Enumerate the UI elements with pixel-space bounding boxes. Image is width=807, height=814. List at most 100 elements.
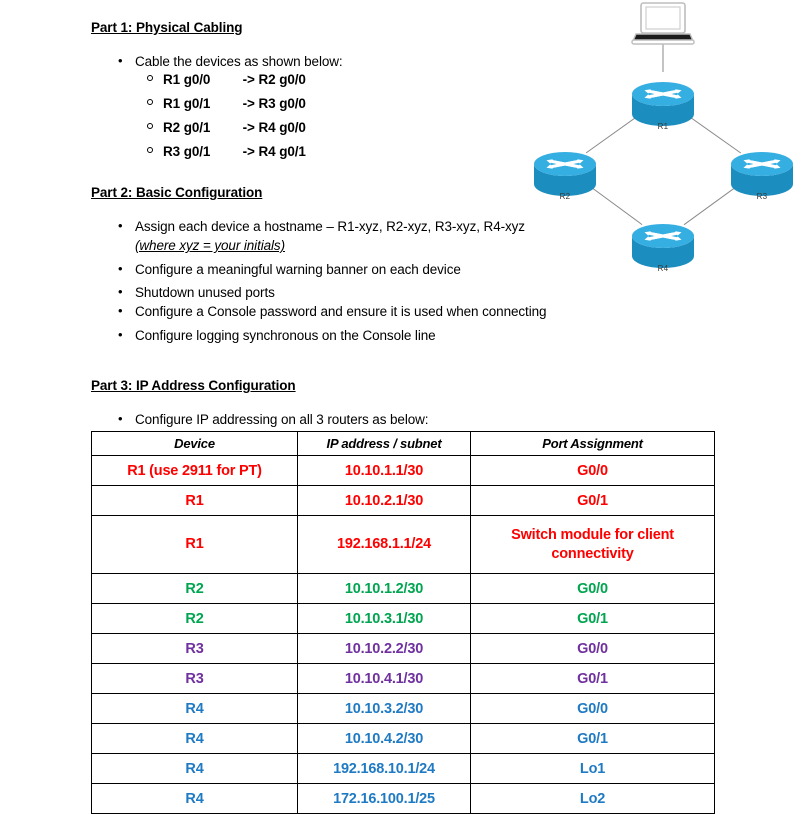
router-body [534,164,596,196]
topology-links [585,43,742,226]
cell-port: G0/1 [470,723,715,754]
cell-ip: 10.10.4.2/30 [297,723,471,754]
part3-bullet-item: • Configure IP addressing on all 3 route… [118,411,429,427]
topology-nodes [534,2,793,268]
laptop-base [631,39,695,45]
topology-link-r3-r4 [683,182,742,226]
cell-port: Switch module for client connectivity [470,515,715,574]
part2-item-label: Shutdown unused ports [135,285,275,300]
router-arrowhead [743,164,750,169]
part2-heading: Part 2: Basic Configuration [91,185,263,200]
router-icon-r4 [632,224,694,268]
bullet-dot-icon: • [118,303,123,318]
cell-port: G0/0 [470,573,715,604]
part2-note-row: (where xyz = your initials) [118,238,285,253]
laptop-icon [631,2,695,45]
part3-heading: Part 3: IP Address Configuration [91,378,296,393]
cable-pair-left: R3 g0/1 [163,144,211,159]
cell-device: R4 [91,723,298,754]
router-arrowhead [644,89,651,94]
topology-link-r1-r3 [683,112,742,154]
cell-device: R1 [91,485,298,516]
laptop-screen [645,6,681,30]
part2-initials-note: (where xyz = your initials) [135,238,285,253]
column-header-port: Port Assignment [470,431,715,456]
cell-ip: 10.10.2.1/30 [297,485,471,516]
router-icon-r1 [632,82,694,126]
cell-ip: 10.10.4.1/30 [297,663,471,694]
router-arrowhead [577,164,584,169]
router-arrowhead [774,159,781,164]
topology-link-r1-r2 [585,112,643,154]
part2-item-label: Configure a meaningful warning banner on… [135,262,461,277]
part1-bullet-label: Cable the devices as shown below: [135,54,343,69]
cell-device: R4 [91,693,298,724]
node-label-r1: R1 [657,122,669,131]
cable-pair-right: -> R3 g0/0 [242,96,306,111]
part2-item: • Configure a Console password and ensur… [118,303,547,319]
cell-port: G0/0 [470,633,715,664]
circle-bullet-icon [147,99,153,105]
cable-pair-right: -> R4 g0/0 [242,120,306,135]
part1-bullet-item: • Cable the devices as shown below: [118,54,343,69]
cell-port: Lo1 [470,753,715,784]
router-arrow [648,90,675,99]
topology-link-r2-r4 [585,182,643,226]
circle-bullet-icon [147,147,153,153]
bullet-dot-icon: • [118,284,123,299]
part2-item: • Configure a meaningful warning banner … [118,262,461,277]
node-label-r4: R4 [657,264,669,273]
bullet-dot-icon: • [118,411,123,426]
cell-port: G0/1 [470,485,715,516]
cell-ip: 192.168.10.1/24 [297,753,471,784]
part2-item: • Shutdown unused ports [118,285,275,300]
router-icon-r2 [534,152,596,196]
router-arrowhead [644,94,651,99]
cable-pair-left: R1 g0/1 [163,96,211,111]
cell-device: R1 (use 2911 for PT) [91,455,298,486]
topology-svg [534,2,793,268]
cell-device: R1 [91,515,298,574]
ip-address-table: Device IP address / subnet Port Assignme… [91,431,715,814]
cable-pair-row: R3 g0/1 -> R4 g0/1 [147,144,306,159]
router-arrow [747,160,774,169]
cell-device: R3 [91,633,298,664]
cell-device: R4 [91,783,298,814]
cell-ip: 10.10.1.2/30 [297,573,471,604]
router-arrowhead [644,231,651,236]
column-header-ip: IP address / subnet [297,431,471,456]
cell-ip: 10.10.2.2/30 [297,633,471,664]
part2-item-label: Configure a Console password and ensure … [135,304,547,319]
bullet-dot-icon: • [118,261,123,276]
bullet-dot-icon: • [118,218,123,233]
cell-device: R4 [91,753,298,784]
cable-pair-left: R2 g0/1 [163,120,211,135]
cell-ip: 10.10.3.1/30 [297,603,471,634]
cable-pair-right: -> R4 g0/1 [242,144,306,159]
cell-port: G0/1 [470,663,715,694]
cable-pair-row: R1 g0/1 -> R3 g0/0 [147,96,306,111]
cell-port: G0/1 [470,603,715,634]
router-arrowhead [743,159,750,164]
part2-item: • Configure logging synchronous on the C… [118,328,436,343]
cable-pair-right: -> R2 g0/0 [242,72,306,87]
cell-ip: 172.16.100.1/25 [297,783,471,814]
router-arrow [648,232,675,241]
router-arrowhead [546,164,553,169]
router-arrowhead [546,159,553,164]
cell-port: Lo2 [470,783,715,814]
router-arrowhead [644,236,651,241]
cable-pair-row: R2 g0/1 -> R4 g0/0 [147,120,306,135]
router-arrowhead [675,89,682,94]
router-arrowhead [675,231,682,236]
bullet-dot-icon: • [118,53,123,68]
cell-device: R3 [91,663,298,694]
cell-ip: 10.10.3.2/30 [297,693,471,724]
router-body [632,94,694,126]
